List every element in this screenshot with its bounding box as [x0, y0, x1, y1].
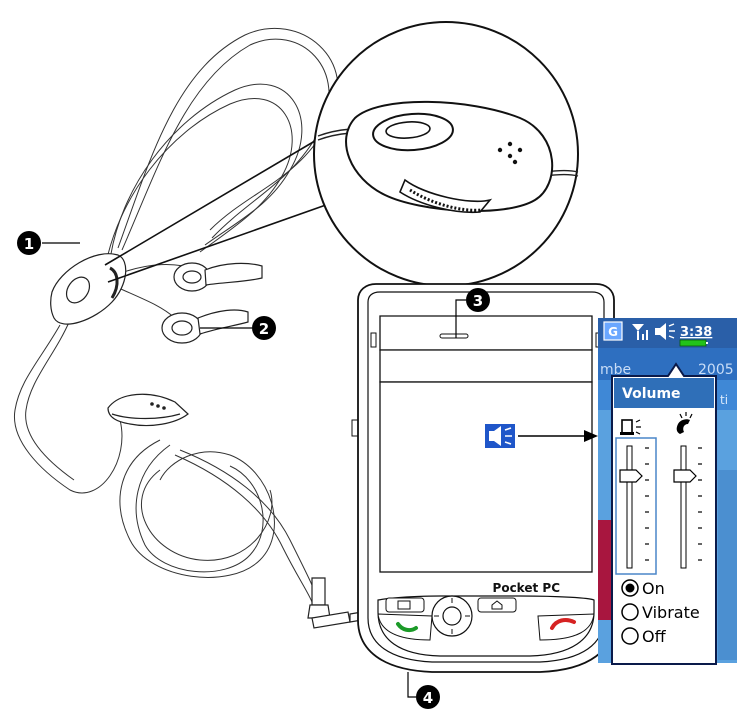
radio-vibrate[interactable]: Vibrate — [621, 603, 700, 622]
signal-icon — [632, 324, 648, 340]
inline-microphone-control — [50, 253, 127, 325]
device-sound-icon — [620, 419, 641, 435]
magnified-controller — [313, 21, 579, 287]
callout-1: 1 — [17, 231, 80, 255]
ringer-volume-thumb[interactable] — [673, 469, 697, 483]
taskbar-speaker-icon[interactable] — [655, 323, 675, 340]
brand-label: Pocket PC — [493, 581, 561, 595]
battery-icon — [679, 339, 708, 347]
earbud-left — [173, 262, 263, 292]
callout-2-label: 2 — [259, 320, 269, 338]
headset-plug — [307, 577, 363, 629]
callout-1-label: 1 — [24, 235, 34, 253]
radio-vibrate-label: Vibrate — [642, 603, 700, 622]
callout-2: 2 — [200, 316, 276, 340]
home-icon — [491, 600, 503, 610]
status-badge-label: G — [608, 325, 618, 339]
cable-clip — [107, 393, 189, 427]
zoom-lines — [104, 134, 341, 283]
home-button[interactable] — [477, 597, 517, 613]
system-volume-slider[interactable] — [615, 437, 657, 575]
system-volume-thumb[interactable] — [619, 469, 643, 483]
clock: 3:38 — [680, 325, 712, 340]
radio-off[interactable]: Off — [621, 627, 667, 646]
microphone-holes — [497, 141, 523, 165]
call-button[interactable] — [377, 613, 433, 641]
callout-4: 4 — [407, 672, 440, 709]
ringer-volume-slider[interactable] — [673, 445, 702, 569]
callout-3: 3 — [455, 288, 490, 338]
end-call-button[interactable] — [537, 613, 595, 641]
start-menu-button[interactable] — [385, 597, 425, 613]
status-badge: G — [603, 321, 623, 341]
end-call-icon — [550, 618, 576, 630]
pointer-arrow — [518, 430, 598, 442]
start-menu-icon — [397, 600, 411, 610]
radio-on-label: On — [642, 579, 665, 598]
device-screen — [379, 381, 593, 573]
radio-on[interactable]: On — [621, 579, 665, 598]
volume-screenshot: G 3:38 mbe 2005 ti Volume — [598, 318, 737, 665]
ringer-icon — [676, 412, 693, 434]
navigation-pad[interactable] — [431, 595, 473, 637]
pocket-pc-device: Pocket PC — [351, 283, 615, 673]
earbud-right — [161, 309, 249, 344]
background-text-3: ti — [720, 393, 728, 407]
call-icon — [396, 622, 418, 633]
popup-title: Volume — [622, 386, 681, 402]
radio-off-label: Off — [642, 627, 667, 646]
speaker-icon — [485, 424, 515, 448]
background-text-2: 2005 — [698, 362, 734, 378]
callout-4-label: 4 — [423, 689, 433, 707]
callout-3-label: 3 — [473, 292, 483, 310]
background-text-1: mbe — [600, 362, 631, 378]
